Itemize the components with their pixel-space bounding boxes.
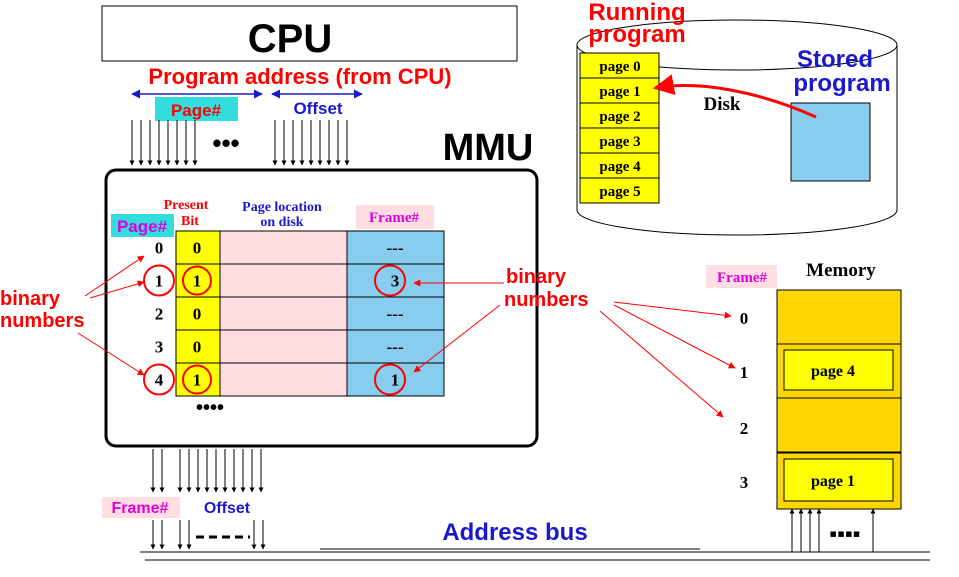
memory-page-label: page 1: [811, 473, 855, 490]
page-header-bg: [111, 214, 174, 237]
frame-number: 3: [391, 272, 400, 291]
frame-number: ---: [387, 338, 404, 357]
offset-label: Offset: [293, 99, 342, 118]
memory-frame: 1 page 4: [740, 343, 902, 399]
page-header: Page#: [117, 217, 168, 236]
memory-frame-number: 0: [740, 309, 749, 328]
load-page-arrow: [652, 74, 817, 119]
highlight-circle: [374, 363, 406, 396]
page-table-row: 3 0 ---: [155, 329, 445, 364]
page-table-row: 2 0 ---: [155, 296, 445, 331]
bus-offset-label: Offset: [204, 500, 251, 517]
stored-program-block: [790, 102, 871, 182]
memory-title: Memory: [806, 260, 876, 281]
present-bit: 1: [193, 272, 202, 291]
memory-page-label: page 4: [811, 363, 855, 380]
memory-frame: 3 page 1: [740, 452, 902, 510]
highlight-circle: [182, 265, 212, 296]
running-label-1: Running: [588, 0, 685, 26]
memory-frame-number: 1: [740, 363, 749, 382]
location-header-1: Page location: [242, 200, 322, 215]
page-table-row: 1 1 3: [143, 263, 445, 298]
frame-header-bg: [356, 205, 434, 229]
present-bit: 0: [193, 338, 202, 357]
running-program-pages: page 0 page 1 page 2 page 3 page 4 page 5: [579, 52, 660, 204]
running-page: page 4: [579, 152, 660, 179]
present-header-2: Bit: [181, 214, 199, 229]
address-output-lines: [150, 449, 266, 550]
page-number: 3: [155, 338, 164, 357]
running-label-2: program: [588, 21, 685, 48]
present-bit: 1: [193, 371, 202, 390]
binary-left-2: numbers: [0, 310, 84, 332]
disk-label: Disk: [704, 94, 741, 115]
input-ellipsis: •••: [212, 128, 239, 158]
highlight-circle: [374, 264, 406, 297]
running-page-label: page 4: [599, 159, 641, 175]
frame-number: ---: [387, 305, 404, 324]
cpu-box: CPU: [101, 5, 518, 62]
frame-header: Frame#: [369, 210, 419, 226]
binary-arrows: [77, 255, 736, 418]
binary-right-1: binary: [506, 266, 567, 288]
address-input-lines: [129, 120, 350, 166]
frame-number: ---: [387, 239, 404, 258]
running-page: page 2: [579, 102, 660, 129]
running-page: page 5: [579, 177, 660, 204]
memory-frames: 0 1 page 4 2 3 page 1: [740, 289, 902, 510]
running-page-label: page 3: [599, 134, 640, 150]
present-bit: 0: [193, 305, 202, 324]
page-table-row: 0 0 ---: [155, 230, 445, 265]
page-number: 4: [155, 371, 164, 390]
page-table: 0 0 --- 1 1 3 2 0 --- 3 0 --- 4 1 1: [143, 230, 445, 397]
memory-bus-ellipsis: ▪▪▪▪: [829, 521, 860, 546]
page-number: 1: [155, 272, 164, 291]
address-bus-label: Address bus: [442, 519, 587, 546]
table-ellipsis: ••••: [196, 397, 224, 419]
cpu-label: CPU: [248, 17, 332, 61]
memory-frame-header: Frame#: [717, 270, 767, 286]
binary-left-1: binary: [0, 288, 61, 310]
running-page: page 1: [579, 77, 660, 104]
memory-frame: 2: [740, 397, 902, 453]
frame-number: 1: [391, 371, 400, 390]
binary-right-2: numbers: [504, 289, 588, 311]
memory-frame-number: 2: [740, 419, 749, 438]
present-header-1: Present: [164, 198, 209, 213]
program-address-title: Program address (from CPU): [148, 64, 451, 89]
page-number: 2: [155, 305, 164, 324]
highlight-circle: [182, 364, 212, 395]
page-table-row: 4 1 1: [143, 362, 445, 397]
running-page-label: page 2: [599, 109, 640, 125]
bus-frame-label: Frame#: [112, 500, 169, 517]
running-page: page 0: [579, 52, 660, 79]
memory-frame-header-bg: [706, 265, 777, 288]
stored-label-2: program: [793, 70, 890, 97]
running-page-label: page 1: [599, 84, 640, 100]
mmu-title: MMU: [443, 127, 534, 169]
present-bit: 0: [193, 239, 202, 258]
location-header-2: on disk: [260, 215, 303, 230]
memory-frame: 0: [740, 289, 902, 345]
memory-bus-lines: [789, 508, 876, 552]
running-page-label: page 0: [599, 59, 640, 75]
highlight-circle: [143, 363, 175, 396]
bus-frame-bg: [102, 497, 180, 518]
page-number: 0: [155, 239, 164, 258]
page-label-bg: [155, 97, 238, 121]
running-page: page 3: [579, 127, 660, 154]
running-page-label: page 5: [599, 184, 640, 200]
page-label: Page#: [171, 101, 222, 120]
memory-frame-number: 3: [740, 473, 749, 492]
stored-label-1: Stored: [797, 46, 873, 73]
